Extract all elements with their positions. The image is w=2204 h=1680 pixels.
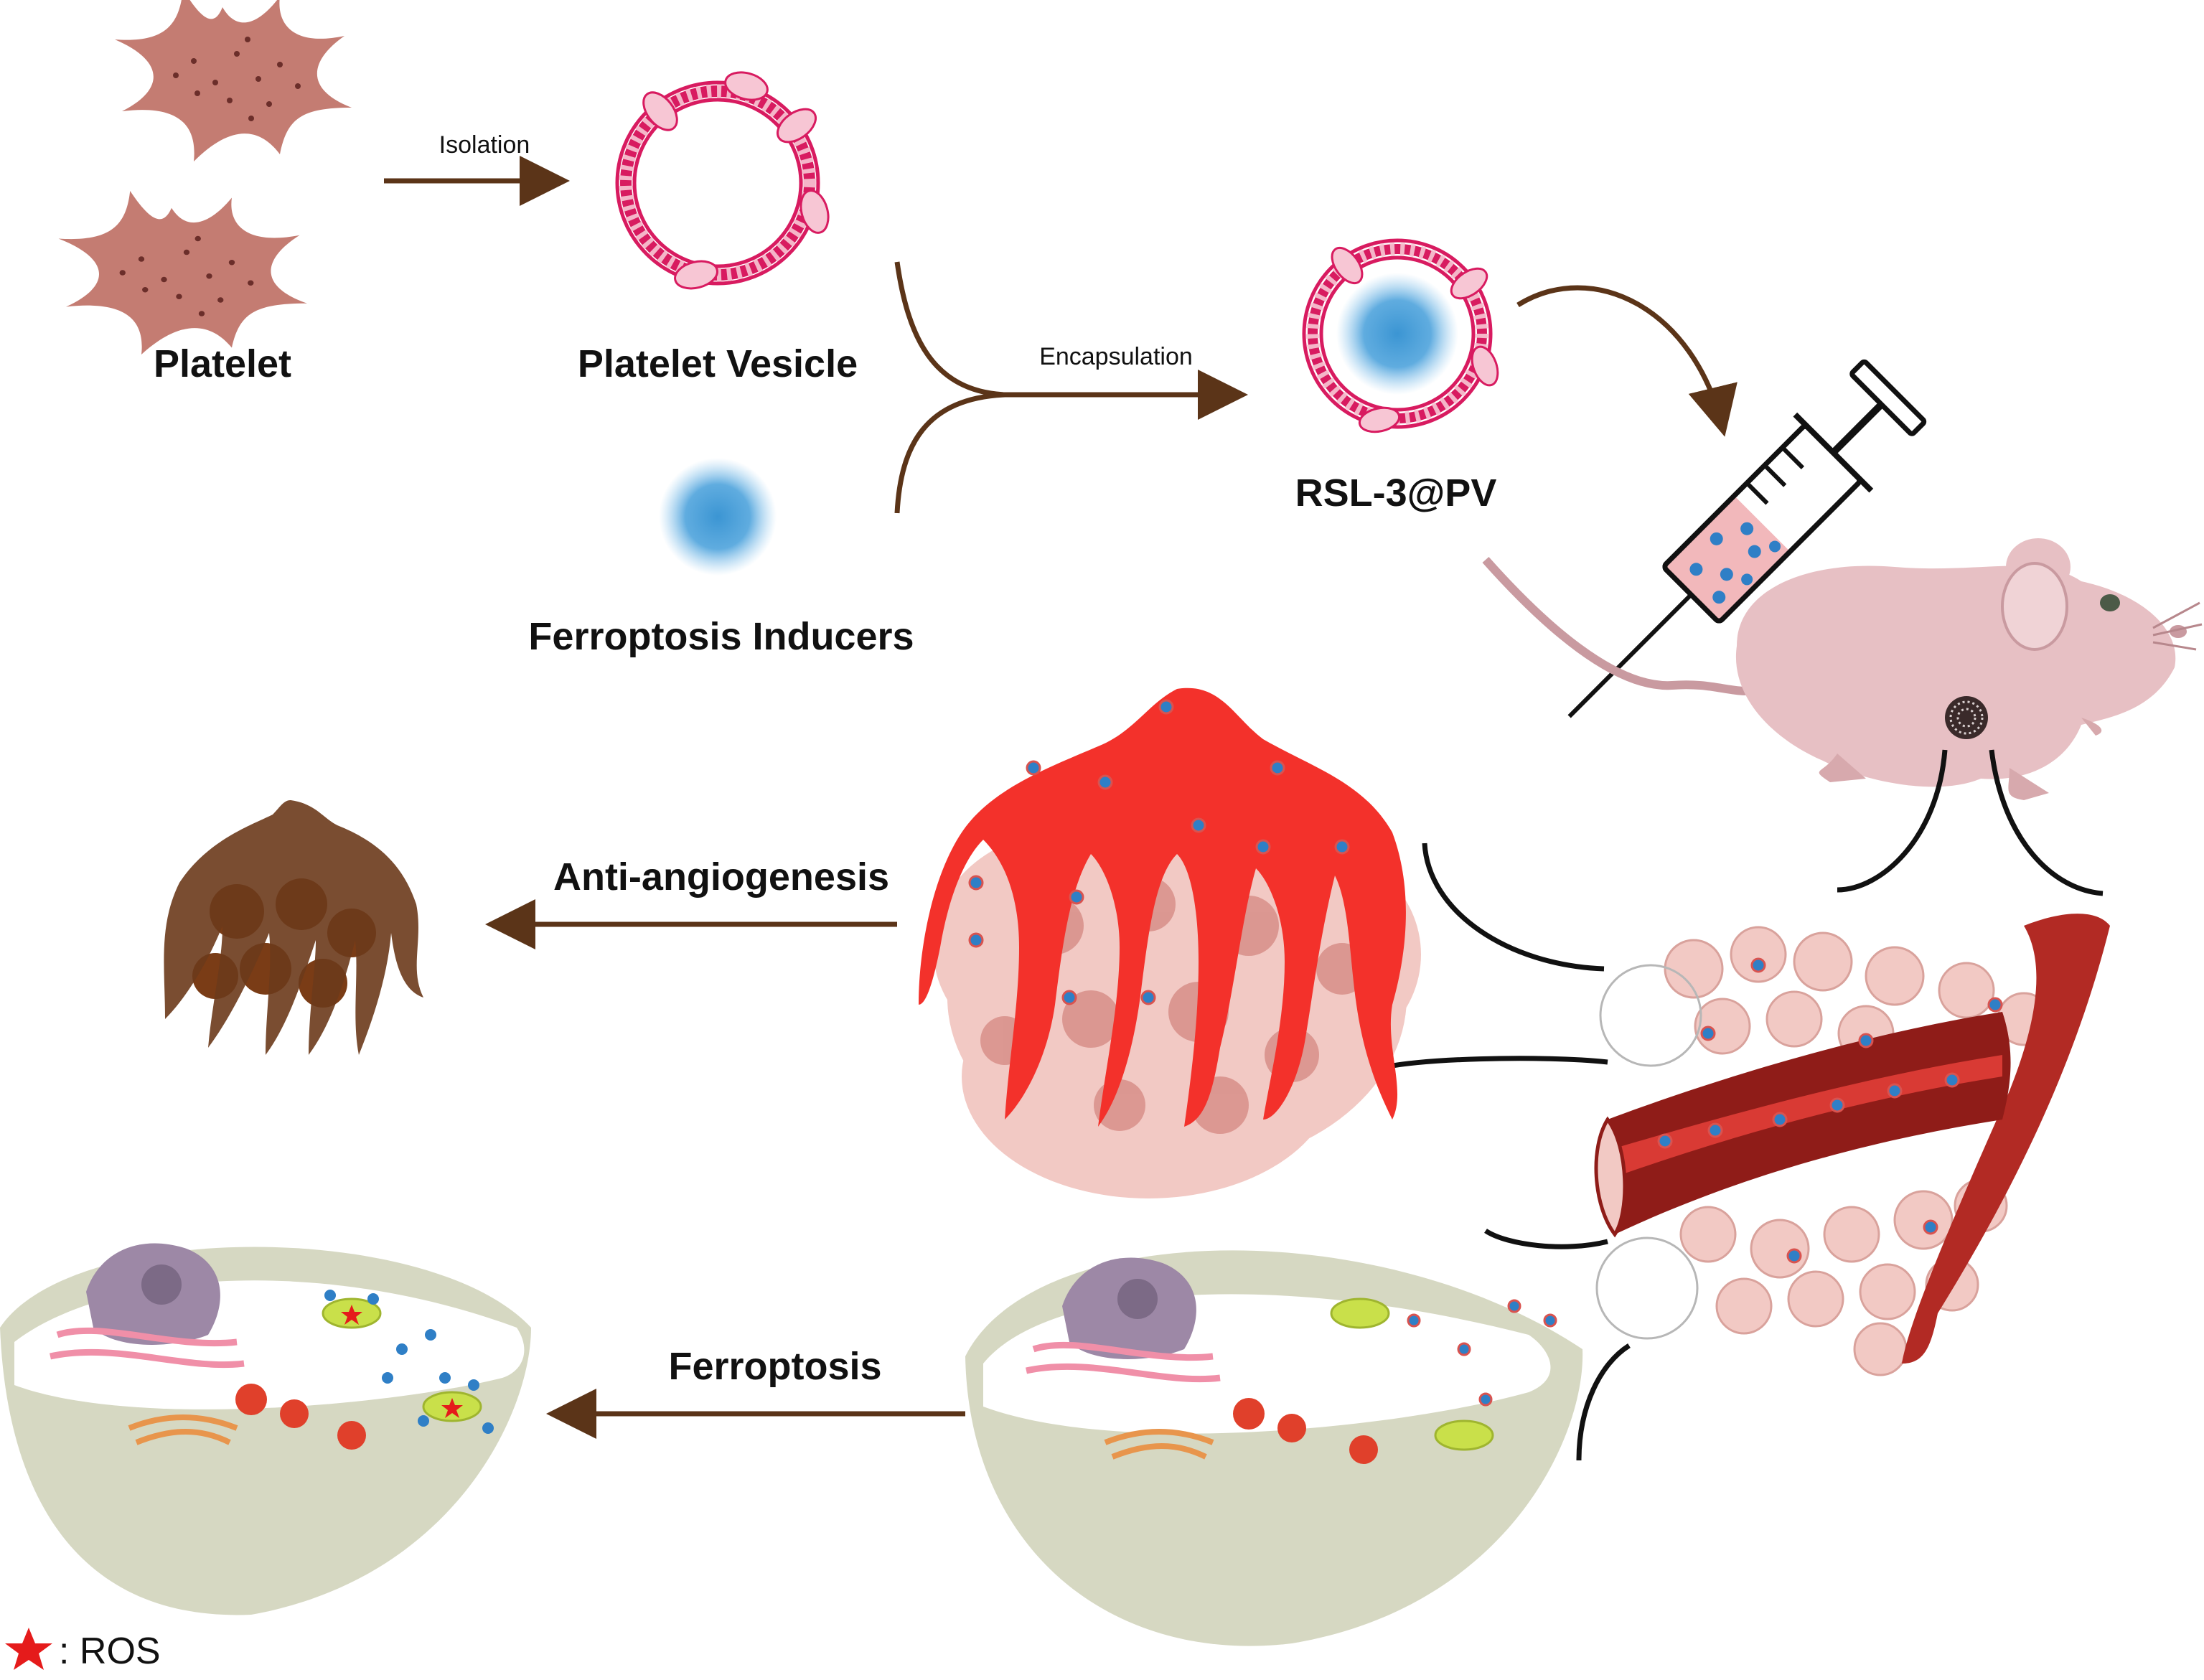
platelet-vesicle — [615, 71, 830, 290]
tumor-blood-vessel — [1594, 914, 2110, 1376]
rsl3-pv-vesicle — [1302, 238, 1499, 433]
encapsulation-merge — [894, 261, 1248, 514]
golgi — [1104, 1429, 1214, 1460]
lysosome — [1233, 1398, 1378, 1464]
ros-star — [441, 1398, 463, 1418]
mitochondria — [1330, 1297, 1390, 1329]
treated-vasculature — [164, 800, 423, 1055]
er — [1026, 1341, 1221, 1383]
star-icon — [5, 1628, 52, 1670]
rsl3-pv-label: RSL-3@PV — [1295, 471, 1497, 515]
isolation-label: Isolation — [439, 131, 530, 159]
mitochondria — [1434, 1419, 1494, 1451]
ferroptosis-inducers-label: Ferroptosis Inducers — [528, 615, 914, 658]
tumor-cell-before — [965, 1250, 1583, 1646]
tumor-vasculature — [919, 688, 1421, 1198]
anti-angiogenesis-label: Anti-angiogenesis — [553, 855, 889, 898]
injection-arrow — [1516, 285, 1738, 437]
encapsulation-label: Encapsulation — [1039, 343, 1193, 370]
tumor-cell-after — [0, 1243, 531, 1615]
platelet-label: Platelet — [154, 342, 291, 385]
ferroptosis-label: Ferroptosis — [668, 1345, 881, 1388]
mouse-illustration — [1482, 538, 2203, 800]
platelet-vesicle-label: Platelet Vesicle — [578, 342, 858, 385]
platelet-lower — [58, 191, 308, 355]
legend: : ROS — [5, 1628, 161, 1672]
ferroptosis-inducer-dot — [659, 458, 777, 576]
zoom-lines — [1377, 749, 2104, 1461]
legend-ros-label: : ROS — [59, 1630, 161, 1672]
tumor-on-mouse — [1945, 696, 1988, 739]
ros-star — [341, 1305, 362, 1325]
platelet-upper — [115, 0, 352, 161]
syringe-icon — [1567, 359, 1927, 718]
